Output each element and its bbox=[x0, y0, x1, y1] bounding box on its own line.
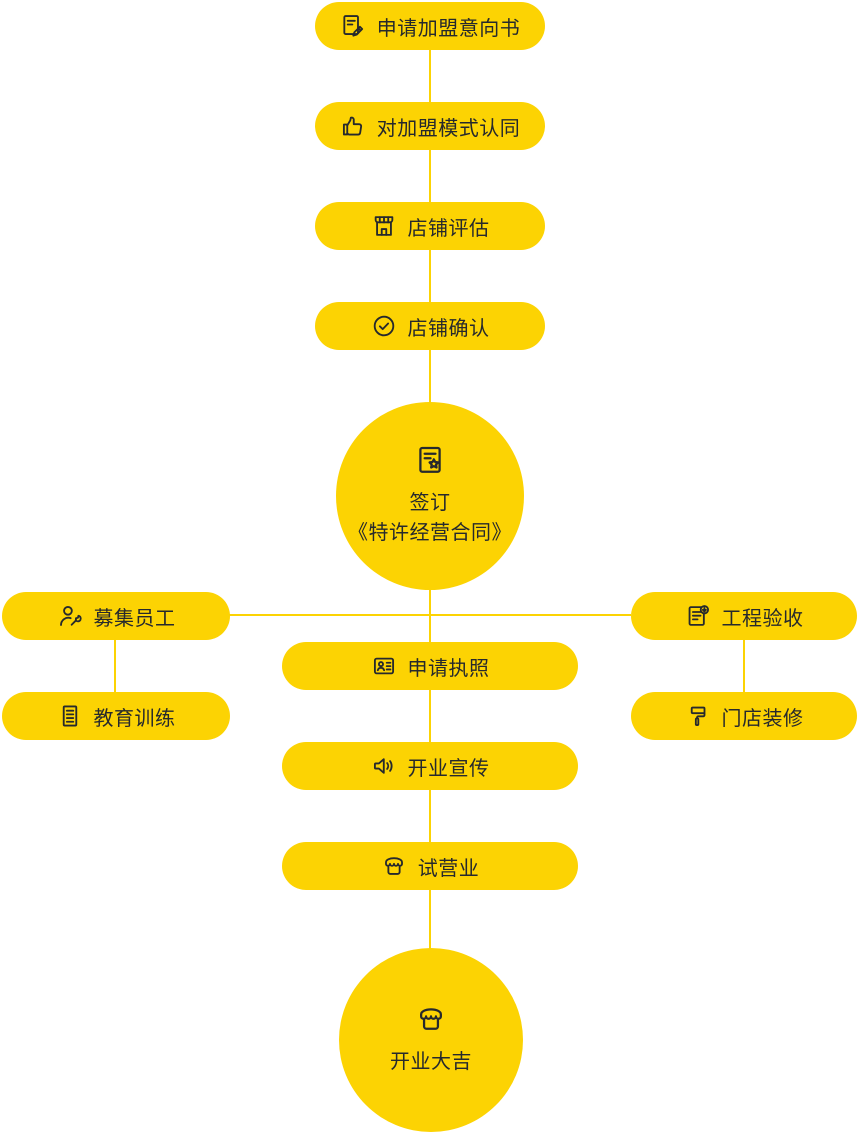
connector-line bbox=[429, 888, 431, 950]
connector-line bbox=[429, 248, 431, 304]
step-agree-franchise-model: 对加盟模式认同 bbox=[315, 102, 545, 150]
connector-line bbox=[429, 48, 431, 104]
connector-line bbox=[743, 638, 745, 694]
connector-line bbox=[429, 688, 431, 744]
step-label: 工程验收 bbox=[721, 607, 804, 630]
step-recruit-staff: 募集员工 bbox=[2, 592, 230, 640]
step-label: 教育训练 bbox=[93, 707, 176, 730]
step-label: 门店装修 bbox=[721, 707, 804, 730]
shop-icon bbox=[381, 853, 407, 879]
step-trial-operation: 试营业 bbox=[282, 842, 578, 890]
connector-line bbox=[429, 788, 431, 844]
step-label: 申请加盟意向书 bbox=[376, 17, 521, 40]
step-opening-publicity: 开业宣传 bbox=[282, 742, 578, 790]
license-card-icon bbox=[371, 653, 397, 679]
step-label: 开业宣传 bbox=[407, 757, 490, 780]
recruit-staff-icon bbox=[57, 603, 83, 629]
step-label: 店铺评估 bbox=[407, 217, 490, 240]
contract-certificate-icon bbox=[414, 444, 446, 476]
step-label: 募集员工 bbox=[93, 607, 176, 630]
paint-roller-icon bbox=[685, 703, 711, 729]
step-label: 店铺确认 bbox=[407, 317, 490, 340]
storefront-icon bbox=[371, 213, 397, 239]
step-store-decoration: 门店装修 bbox=[631, 692, 857, 740]
edit-document-icon bbox=[340, 13, 366, 39]
connector-line bbox=[114, 638, 116, 694]
step-label: 申请执照 bbox=[407, 657, 490, 680]
connector-line bbox=[429, 148, 431, 204]
step-store-evaluation: 店铺评估 bbox=[315, 202, 545, 250]
shop-open-icon bbox=[415, 1003, 447, 1035]
thumbs-up-icon bbox=[340, 113, 366, 139]
step-grand-opening: 开业大吉 bbox=[339, 948, 523, 1132]
check-circle-icon bbox=[371, 313, 397, 339]
step-label: 对加盟模式认同 bbox=[376, 117, 521, 140]
step-store-confirmation: 店铺确认 bbox=[315, 302, 545, 350]
step-sign-franchise-contract: 签订 《特许经营合同》 bbox=[336, 402, 524, 590]
step-label: 试营业 bbox=[417, 857, 480, 880]
step-label: 开业大吉 bbox=[390, 1051, 472, 1073]
training-book-icon bbox=[57, 703, 83, 729]
inspection-document-icon bbox=[685, 603, 711, 629]
connector-line bbox=[429, 348, 431, 406]
step-education-training: 教育训练 bbox=[2, 692, 230, 740]
step-label-line1: 签订 bbox=[409, 492, 451, 514]
step-label-line2: 《特许经营合同》 bbox=[348, 522, 512, 544]
step-apply-intent-letter: 申请加盟意向书 bbox=[315, 2, 545, 50]
step-apply-license: 申请执照 bbox=[282, 642, 578, 690]
step-project-acceptance: 工程验收 bbox=[631, 592, 857, 640]
connector-line-horizontal bbox=[229, 614, 631, 616]
megaphone-icon bbox=[371, 753, 397, 779]
